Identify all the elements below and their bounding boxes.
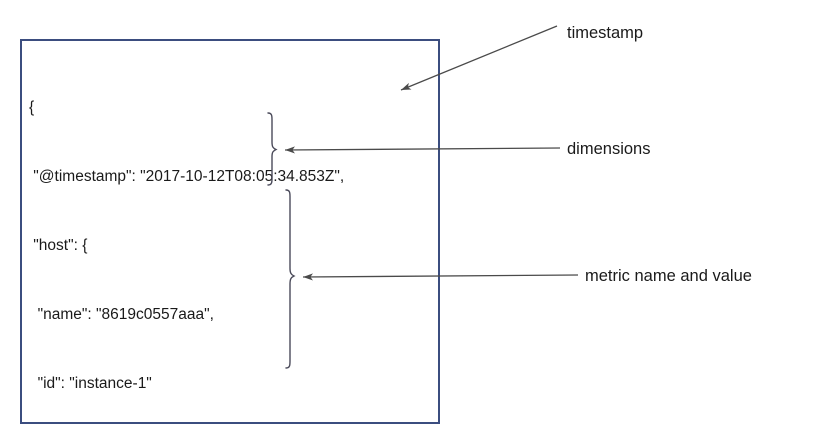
json-document-code: { "@timestamp": "2017-10-12T08:05:34.853…	[29, 50, 429, 437]
json-line-timestamp: "@timestamp": "2017-10-12T08:05:34.853Z"…	[29, 168, 345, 185]
annotation-label-timestamp: timestamp	[567, 24, 644, 42]
json-line-host-open: "host": {	[29, 237, 88, 254]
annotation-label-metric: metric name and value	[585, 267, 752, 285]
json-line: {	[29, 99, 35, 116]
json-line-host-id: "id": "instance-1"	[29, 375, 152, 392]
json-document-box	[20, 39, 440, 424]
annotation-label-dimensions: dimensions	[567, 140, 651, 158]
json-line-host-name: "name": "8619c0557aaa",	[29, 306, 214, 323]
